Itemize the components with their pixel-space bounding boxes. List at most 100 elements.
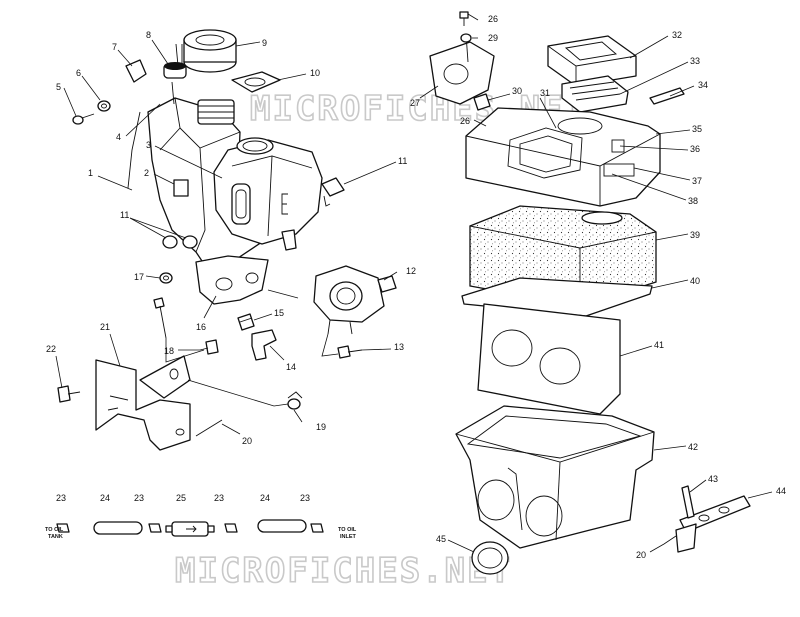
callout-42: 42	[688, 442, 698, 452]
leader-lines	[55, 13, 773, 553]
hose-kit	[56, 519, 324, 537]
airbox-lid	[465, 107, 661, 207]
screen-33	[561, 75, 629, 113]
callout-41: 41	[654, 340, 664, 350]
elbow-14	[251, 329, 277, 361]
callout-37: 37	[692, 176, 702, 186]
callout-26-lid: 26	[460, 116, 470, 126]
strap-43	[681, 485, 695, 519]
caption-to-oil-inlet-2: INLET	[340, 534, 357, 540]
callout-8: 8	[146, 30, 151, 40]
callout-24-a: 24	[100, 493, 110, 503]
callout-23-a: 23	[56, 493, 66, 503]
clamp-23c	[224, 523, 238, 533]
callout-12: 12	[406, 266, 416, 276]
hose-24a	[93, 521, 143, 535]
callout-3: 3	[146, 140, 151, 150]
callout-33: 33	[690, 56, 700, 66]
callout-4: 4	[116, 132, 121, 142]
callout-16: 16	[196, 322, 206, 332]
callout-6: 6	[76, 68, 81, 78]
callouts: 1 2 3 4 5 6 7 8 9 10 11 11 12 13 14 15 1…	[46, 14, 786, 560]
callout-23-d: 23	[300, 493, 310, 503]
callout-11-pump-side: 11	[398, 156, 407, 166]
bracket-44	[675, 495, 751, 553]
caption-to-oil-inlet-1: TO OIL	[338, 527, 357, 533]
clamp-23d	[310, 523, 324, 533]
callout-44: 44	[776, 486, 786, 496]
callout-20-right: 20	[636, 550, 646, 560]
callout-45: 45	[436, 534, 446, 544]
inline-filter-25	[165, 521, 215, 537]
callout-26-top: 26	[488, 14, 498, 24]
caption-to-oil-tank-2: TANK	[48, 534, 63, 540]
callout-29: 29	[488, 33, 498, 43]
callout-38: 38	[688, 196, 698, 206]
callout-23-c: 23	[214, 493, 224, 503]
inlet-boot	[471, 541, 509, 575]
callout-13: 13	[394, 342, 404, 352]
callout-14: 14	[286, 362, 296, 372]
callout-32: 32	[672, 30, 682, 40]
oil-pump	[313, 265, 397, 335]
callout-20-left: 20	[242, 436, 252, 446]
caption-to-oil-tank-1: TO OIL	[45, 527, 64, 533]
callout-22: 22	[46, 344, 56, 354]
callout-5: 5	[56, 82, 61, 92]
bolt-22	[57, 385, 81, 403]
oil-tank	[127, 97, 345, 305]
plug-30	[473, 93, 491, 111]
callout-31: 31	[540, 88, 550, 98]
strip-34	[649, 87, 685, 105]
tie-strap-20a	[195, 419, 223, 437]
callout-10: 10	[310, 68, 320, 78]
callout-25: 25	[176, 493, 186, 503]
callout-43: 43	[708, 474, 718, 484]
level-mark-e	[281, 193, 288, 215]
washer-11b	[182, 235, 198, 249]
screw-5	[72, 113, 95, 125]
baffle-plate	[477, 303, 621, 415]
bolt-18b	[205, 339, 219, 355]
callout-36: 36	[690, 144, 700, 154]
callout-9: 9	[262, 38, 267, 48]
washer-6	[97, 100, 111, 112]
callout-17: 17	[134, 272, 144, 282]
hose-captions: TO OIL TANK TO OIL INLET	[45, 527, 357, 540]
washer-29	[460, 33, 472, 43]
callout-35: 35	[692, 124, 702, 134]
cap-gasket	[231, 71, 281, 93]
callout-21: 21	[100, 322, 110, 332]
callout-11-washers: 11	[120, 210, 129, 220]
screw-26a	[459, 11, 469, 19]
hose-24b	[257, 519, 307, 533]
clip-19	[287, 391, 303, 410]
grommet	[163, 43, 187, 105]
callout-1: 1	[88, 168, 93, 178]
callout-30: 30	[512, 86, 522, 96]
callout-7: 7	[112, 42, 117, 52]
vent-bracket	[125, 59, 147, 83]
callout-34: 34	[698, 80, 708, 90]
callout-15: 15	[274, 308, 284, 318]
bracket-27	[429, 33, 495, 105]
watermark-bottom: MICROFICHES.NET	[175, 551, 512, 591]
callout-19: 19	[316, 422, 326, 432]
bolt-18a	[153, 297, 165, 309]
clamp-23a	[56, 523, 70, 533]
washer-11a	[162, 235, 178, 249]
callout-24-b: 24	[260, 493, 270, 503]
washer-17	[159, 272, 173, 284]
airbox-base	[455, 405, 655, 549]
filter-32	[547, 35, 637, 87]
clamp-23b	[148, 523, 162, 533]
screw-13	[337, 345, 351, 359]
filler-cap	[183, 29, 237, 73]
sight-window	[231, 183, 251, 225]
mounting-bracket	[95, 355, 191, 451]
callout-2: 2	[144, 168, 149, 178]
fitting-15	[237, 313, 255, 331]
callout-39: 39	[690, 230, 700, 240]
callout-40: 40	[690, 276, 700, 286]
